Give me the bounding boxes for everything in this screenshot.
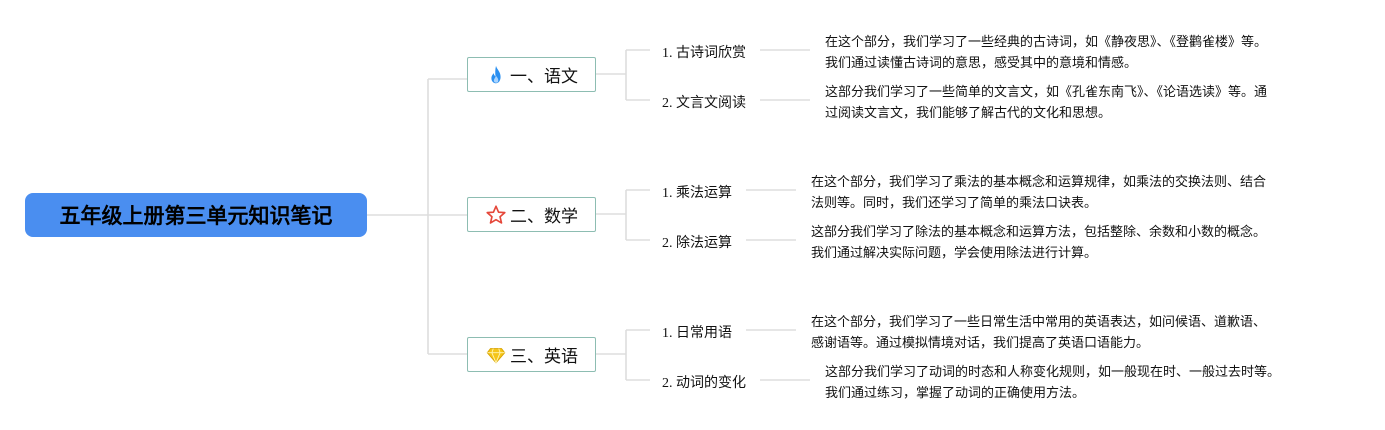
root-topic[interactable]: 五年级上册第三单元知识笔记 xyxy=(25,193,367,237)
note-classical-poetry: 在这个部分，我们学习了一些经典的古诗词，如《静夜思》、《登鹳雀楼》等。 我们通过… xyxy=(825,31,1267,73)
branch-label: 三、英语 xyxy=(510,347,578,367)
note-line: 我们通过读懂古诗词的意思，感受其中的意境和情感。 xyxy=(825,55,1138,70)
connector-branch-1-children xyxy=(596,49,650,101)
connector-branch-3-children xyxy=(596,329,650,381)
note-daily-expressions: 在这个部分，我们学习了一些日常生活中常用的英语表达，如问候语、道歉语、 感谢语等… xyxy=(811,311,1266,353)
note-line: 法则等。同时，我们还学习了简单的乘法口诀表。 xyxy=(811,195,1098,210)
branch-chinese[interactable]: 一、语文 xyxy=(467,57,596,92)
note-line: 过阅读文言文，我们能够了解古代的文化和思想。 xyxy=(825,105,1112,120)
note-classical-prose: 这部分我们学习了一些简单的文言文，如《孔雀东南飞》、《论语选读》等。通 过阅读文… xyxy=(825,81,1267,123)
note-line: 我们通过练习，掌握了动词的正确使用方法。 xyxy=(825,385,1086,400)
fire-icon xyxy=(485,64,507,86)
note-line: 在这个部分，我们学习了一些日常生活中常用的英语表达，如问候语、道歉语、 xyxy=(811,314,1267,329)
subtopic-classical-poetry[interactable]: 1. 古诗词欣赏 xyxy=(662,46,746,61)
connector-branch-2-children xyxy=(596,189,650,241)
note-division: 这部分我们学习了除法的基本概念和运算方法，包括整除、余数和小数的概念。 我们通过… xyxy=(811,221,1266,263)
star-icon xyxy=(485,204,507,226)
note-line: 我们通过解决实际问题，学会使用除法进行计算。 xyxy=(811,245,1098,260)
branch-label: 二、数学 xyxy=(510,207,578,227)
branch-english[interactable]: 三、英语 xyxy=(467,337,596,372)
branch-math[interactable]: 二、数学 xyxy=(467,197,596,232)
note-line: 在这个部分，我们学习了一些经典的古诗词，如《静夜思》、《登鹳雀楼》等。 xyxy=(825,34,1268,49)
note-line: 在这个部分，我们学习了乘法的基本概念和运算规律，如乘法的交换法则、结合 xyxy=(811,174,1267,189)
subtopic-classical-prose[interactable]: 2. 文言文阅读 xyxy=(662,96,746,111)
note-line: 感谢语等。通过模拟情境对话，我们提高了英语口语能力。 xyxy=(811,335,1150,350)
note-line: 这部分我们学习了动词的时态和人称变化规则，如一般现在时、一般过去时等。 xyxy=(825,364,1281,379)
subtopic-division[interactable]: 2. 除法运算 xyxy=(662,236,732,251)
note-line: 这部分我们学习了一些简单的文言文，如《孔雀东南飞》、《论语选读》等。通 xyxy=(825,84,1268,99)
note-multiplication: 在这个部分，我们学习了乘法的基本概念和运算规律，如乘法的交换法则、结合 法则等。… xyxy=(811,171,1266,213)
branch-label: 一、语文 xyxy=(510,67,578,87)
note-line: 这部分我们学习了除法的基本概念和运算方法，包括整除、余数和小数的概念。 xyxy=(811,224,1267,239)
subtopic-verb-changes[interactable]: 2. 动词的变化 xyxy=(662,376,746,391)
subtopic-daily-expressions[interactable]: 1. 日常用语 xyxy=(662,326,732,341)
note-verb-changes: 这部分我们学习了动词的时态和人称变化规则，如一般现在时、一般过去时等。 我们通过… xyxy=(825,361,1280,403)
subtopic-multiplication[interactable]: 1. 乘法运算 xyxy=(662,186,732,201)
diamond-icon xyxy=(485,344,507,366)
